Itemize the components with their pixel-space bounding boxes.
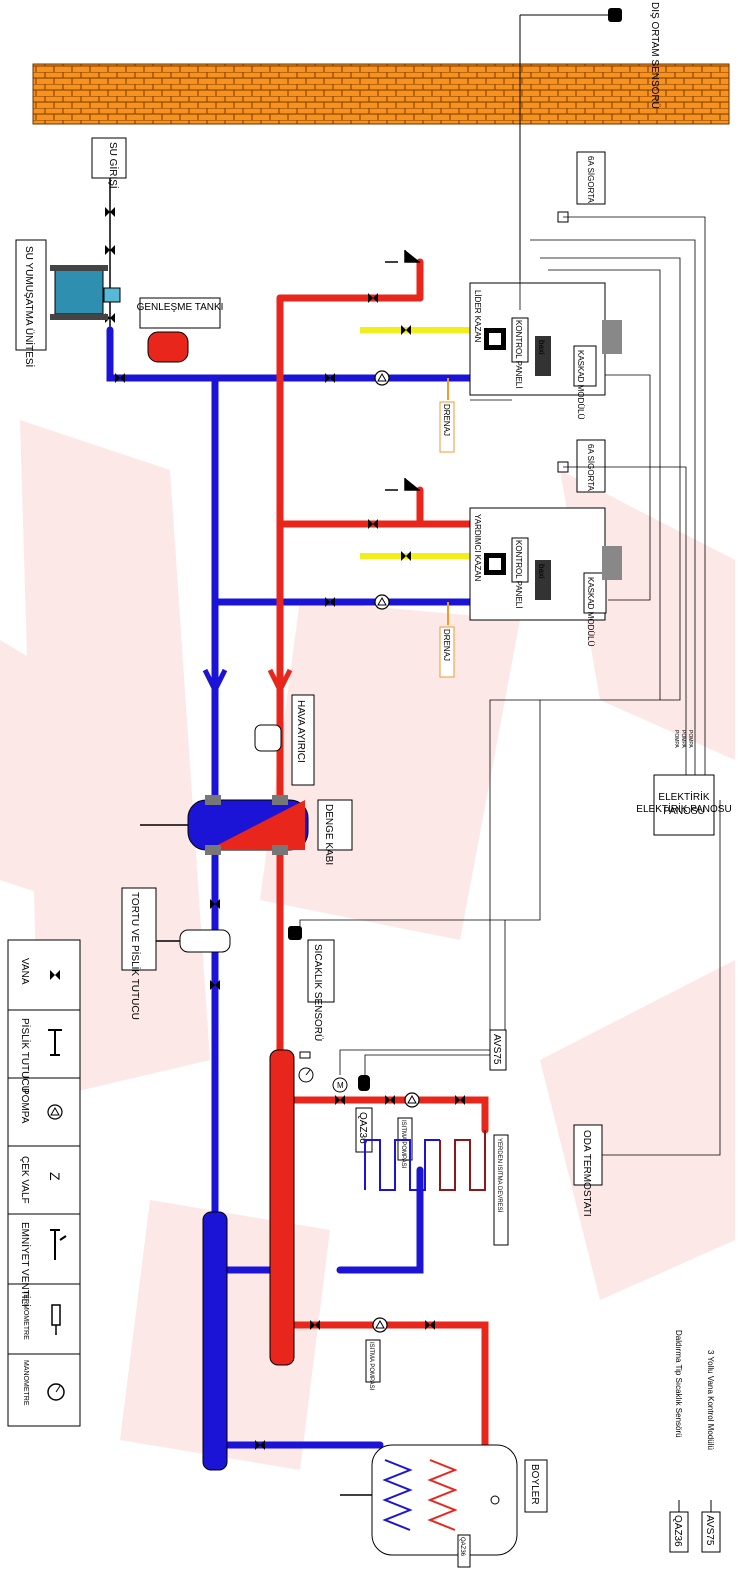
qaz36-boiler-box <box>457 1534 471 1568</box>
drain2-box <box>439 626 455 678</box>
dirt-separator-label: TORTU VE PİSLİK TUTUCU <box>129 892 142 1020</box>
drain2-label: DRENAJ <box>442 629 451 661</box>
outdoor-wall <box>32 63 730 125</box>
cascade2-label: KASKAD MODÜLÜ <box>586 577 595 647</box>
drain1-box <box>439 401 455 453</box>
legend-pislik-label: PİSLİK TUTUCU <box>19 1018 32 1093</box>
lead-boiler-label: LİDER KAZAN <box>473 290 482 343</box>
room-thermostat-box <box>573 1124 603 1186</box>
air-separator <box>202 668 293 752</box>
expansion-tank <box>147 331 189 363</box>
control-panel1-box <box>511 317 529 363</box>
hot-water-network <box>276 258 489 1454</box>
qaz36-mix-label: QAZ36 <box>357 1112 368 1144</box>
legend-manometre-label: MANOMETRE <box>22 1360 29 1406</box>
brand2-label: baxi <box>537 564 546 579</box>
dirt-separator-box <box>121 887 157 971</box>
softener-label: SU YUMUŞATMA ÜNİTESİ <box>23 246 36 367</box>
key-qaz-text: Daldırma Tip Sıcaklık Sensörü <box>674 1330 683 1438</box>
svg-text:POMPA: POMPA <box>680 730 686 748</box>
floor-heating-coil <box>364 1130 486 1191</box>
fuse2-box <box>576 439 606 493</box>
expansion-tank-box <box>139 297 221 329</box>
floor-heating-box <box>493 1134 509 1246</box>
temp-sensor <box>288 926 302 940</box>
legend-vana-label: VANA <box>19 958 30 985</box>
emniyet-ventili-icon <box>50 1229 67 1260</box>
svg-text:POMPA: POMPA <box>687 730 693 748</box>
manometre-icon <box>47 1383 65 1401</box>
hot-collector <box>269 1049 295 1366</box>
water-inlet-box <box>91 137 127 179</box>
softener-unit <box>50 265 121 320</box>
key-avs-box: AVS75 <box>704 1515 715 1546</box>
fuse2-label: 6A SİGORTA <box>586 444 595 491</box>
key-avs-text: 3 Yollu Vana Kontrol Modülü <box>706 1350 715 1450</box>
fuse1-label: 6A SİGORTA <box>586 156 595 203</box>
dirt-separator <box>150 929 231 953</box>
balance-tank <box>140 795 309 855</box>
legend-cek-label: ÇEK VALF <box>19 1156 30 1204</box>
electric-panel-label: ELEKTİRİK PANOSU <box>636 802 731 815</box>
temp-sensor-box <box>307 939 335 1003</box>
boiler-tank-label: BOYLER <box>529 1464 540 1505</box>
key-qaz-box: QAZ36 <box>672 1515 683 1547</box>
air-separator-label: HAVA AYIRICI <box>295 700 306 763</box>
heating-pump1-label: ISITMA POMPASI <box>400 1120 406 1169</box>
pompa-icon <box>47 1104 63 1120</box>
termometre-icon <box>51 1304 61 1335</box>
expansion-tank-label: GENLEŞME TANKI <box>137 302 224 313</box>
electric-panel-label1: ELEKTİRİK <box>658 790 709 803</box>
boiler-tank-box <box>524 1459 548 1513</box>
avs75-box <box>489 1029 507 1071</box>
cascade1-label: KASKAD MODÜLÜ <box>576 350 585 420</box>
legend-pompa-label: POMPA <box>19 1088 30 1124</box>
watermark-logo <box>0 420 735 1470</box>
cold-collector <box>202 1211 228 1471</box>
room-thermostat-label: ODA TERMOSTATI <box>581 1130 592 1217</box>
safety-vents <box>385 250 420 491</box>
inlet-pipe <box>105 178 115 340</box>
air-separator-box <box>291 694 315 786</box>
heating-pump2-label: ISITMA POMPASI <box>368 1342 374 1391</box>
avs75-label: AVS75 <box>491 1034 502 1065</box>
cek-valf-icon: Z <box>47 1172 63 1181</box>
key: AVS75 3 Yollu Vana Kontrol Modülü QAZ36 … <box>669 1330 721 1553</box>
control-wiring <box>299 216 721 1156</box>
aux-boiler-label: YARDIMCI KAZAN <box>473 514 482 582</box>
legend-termometre-label: TERMOMETRE <box>22 1290 29 1340</box>
electric-panel-box <box>653 774 715 836</box>
aux-boiler <box>469 507 622 621</box>
collector-instruments <box>298 1051 314 1083</box>
outdoor-sensor-label: DIŞ ORTAM SENSORÜ <box>649 2 661 109</box>
qaz36-boiler-label: QAZ36 <box>459 1537 465 1557</box>
pump-feed-labels: POMPA POMPA POMPA <box>673 730 693 748</box>
mixing-valve: M <box>332 1075 370 1105</box>
legend-emniyet-label: EMNİYET VENTİLİ <box>19 1222 32 1307</box>
svg-text:POMPA: POMPA <box>673 730 679 748</box>
temp-sensor-label: SICAKLIK SENSORÜ <box>312 944 324 1041</box>
svg-text:M: M <box>337 1081 344 1090</box>
lead-boiler <box>469 282 622 396</box>
pislik-tutucu-icon <box>48 1029 62 1056</box>
softener-box <box>15 239 47 351</box>
control-panel2-box <box>511 537 529 583</box>
water-inlet-label: SU GİRİŞİ <box>107 142 120 189</box>
control-panel2-label: KONTROL PANELİ <box>514 540 523 608</box>
balance-tank-box <box>317 799 353 851</box>
gas-lines <box>360 327 470 559</box>
electric-panel-label2: PANOSU <box>663 806 705 817</box>
outdoor-sensor <box>519 8 622 280</box>
heating-pump2-box <box>365 1339 381 1383</box>
control-panel1-label: KONTROL PANELİ <box>514 320 523 388</box>
hot-water-tank <box>340 1444 518 1556</box>
brand1-label: baxi <box>537 340 546 355</box>
legend: VANA PİSLİK TUTUCU POMPA Z ÇEK VALF EMNİ… <box>7 939 81 1427</box>
drain1-label: DRENAJ <box>442 404 451 436</box>
balance-tank-label: DENGE KABI <box>323 804 334 865</box>
fuse1-box <box>576 151 606 205</box>
floor-heating-label: YERDEN ISITMA DEVRESİ <box>496 1138 503 1213</box>
